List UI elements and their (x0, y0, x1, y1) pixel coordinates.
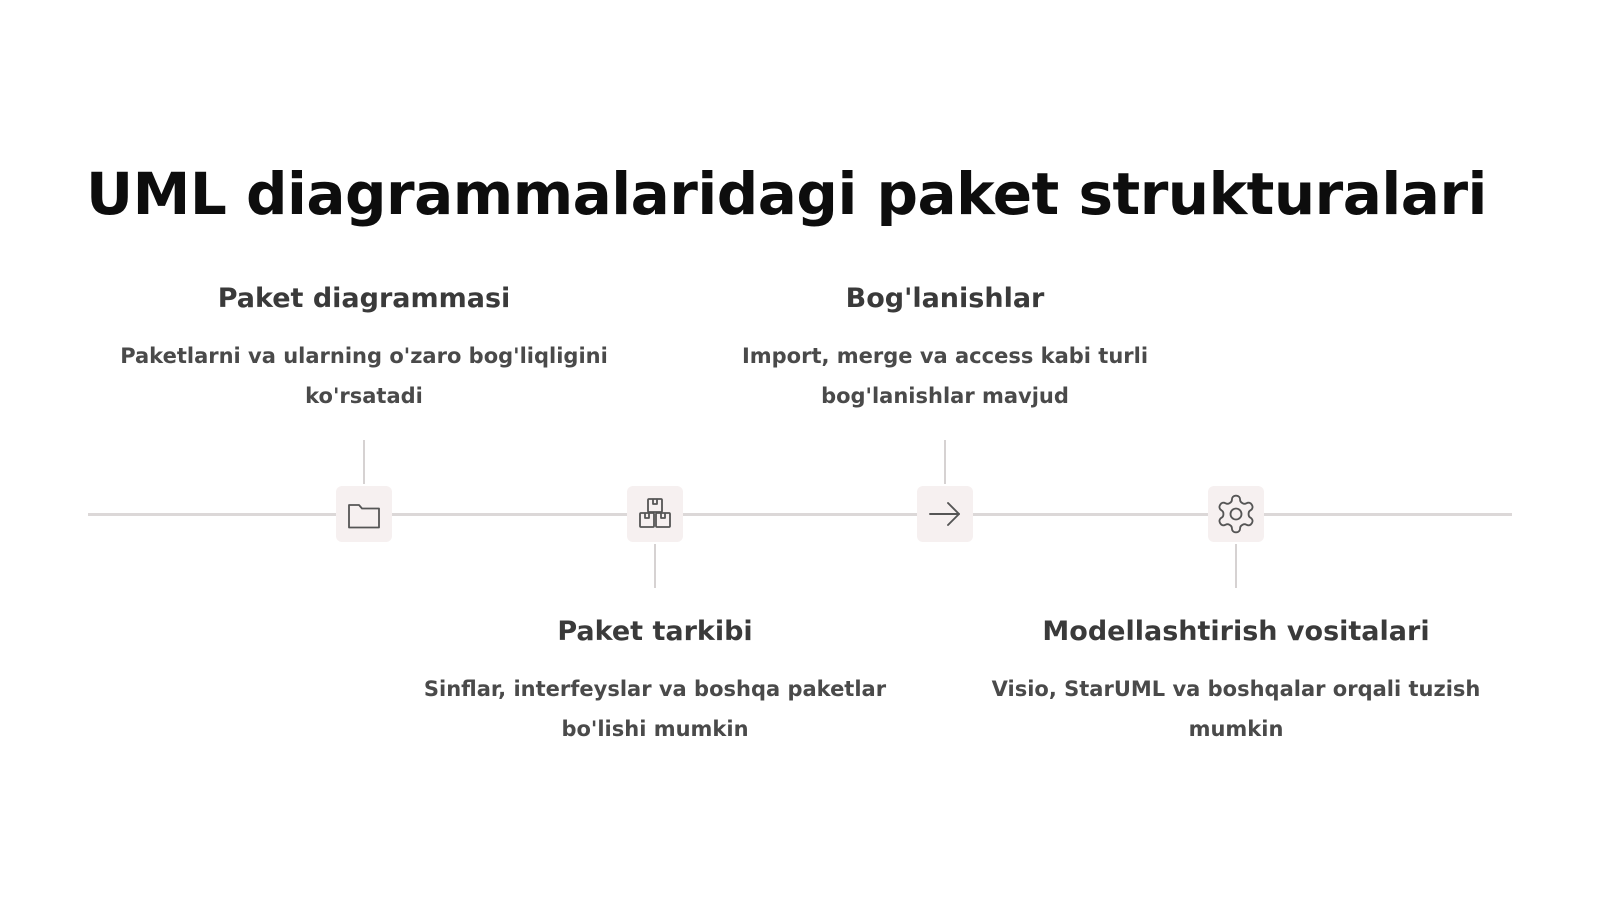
step-description: Import, merge va access kabi turli bog'l… (741, 344, 1149, 408)
step-description: Paketlarni va ularning o'zaro bog'liqlig… (120, 344, 608, 408)
folder-icon (348, 504, 380, 529)
step-paket-diagrammasi: Paket diagrammasi Paketlarni va ularning… (114, 283, 614, 416)
connector-stem (1235, 544, 1237, 588)
connector-stem (654, 544, 656, 588)
timeline-node (917, 486, 973, 542)
gear-icon (1218, 494, 1254, 534)
arrow-right-icon (929, 502, 960, 526)
timeline-node (336, 486, 392, 542)
step-heading: Modellashtirish vositalari (1042, 616, 1430, 647)
step-heading: Paket diagrammasi (217, 283, 511, 314)
timeline-node (627, 486, 683, 542)
step-heading: Bog'lanishlar (845, 283, 1045, 314)
page-title: UML diagrammalaridagi paket strukturalar… (86, 160, 1487, 228)
step-boglanishlar: Bog'lanishlar Import, merge va access ka… (695, 283, 1195, 416)
timeline-node (1208, 486, 1264, 542)
step-description: Visio, StarUML va boshqalar orqali tuzis… (991, 677, 1481, 741)
connector-stem (944, 440, 946, 484)
step-heading: Paket tarkibi (557, 616, 753, 647)
connector-stem (363, 440, 365, 484)
step-description: Sinflar, interfeyslar va boshqa paketlar… (423, 677, 887, 741)
step-paket-tarkibi: Paket tarkibi Sinflar, interfeyslar va b… (405, 616, 905, 749)
boxes-icon (639, 498, 671, 528)
timeline-line (88, 513, 1512, 516)
step-modellashtirish-vositalari: Modellashtirish vositalari Visio, StarUM… (986, 616, 1486, 749)
